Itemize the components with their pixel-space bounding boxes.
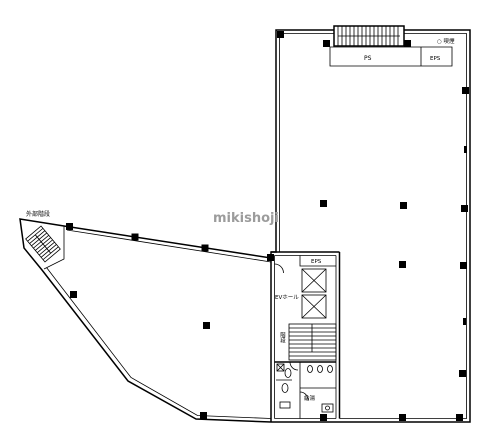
column-icon	[462, 87, 469, 94]
elevator-2	[301, 294, 327, 319]
elevator-1	[301, 268, 327, 293]
exterior-walls	[19, 29, 471, 423]
wing-inner-wall-bottom	[46, 267, 272, 419]
ev-hall-label: EVホール	[275, 294, 299, 301]
column-icon	[460, 262, 467, 269]
sink-drain	[325, 405, 330, 411]
column-icon	[320, 200, 327, 207]
eps-core-label: EPS	[311, 259, 322, 265]
toilet-partitions	[276, 362, 336, 419]
wall-mark	[463, 318, 466, 325]
pipe-shaft-label: PS	[364, 55, 372, 62]
eps-top-label: EPS	[430, 56, 441, 62]
column-icon	[456, 414, 463, 421]
external-stairs	[25, 225, 61, 263]
watermark: mikishoji	[213, 211, 279, 226]
column-icon	[70, 291, 77, 298]
column-icon	[323, 40, 330, 47]
elevator-icon	[301, 268, 327, 293]
column-icon	[399, 261, 406, 268]
toilet-icon	[284, 368, 292, 378]
elevator-icon	[301, 294, 327, 319]
toilet-fixtures	[276, 363, 334, 413]
column-icon	[461, 205, 468, 212]
column-icon	[400, 202, 407, 209]
column-icon	[131, 233, 139, 241]
stair-treads	[289, 324, 336, 357]
top-stairs	[333, 25, 405, 47]
wall-mark	[464, 146, 467, 153]
column-icon	[201, 244, 209, 252]
core-stairs-label: 階段	[279, 331, 286, 345]
door-swing	[289, 361, 299, 371]
elevator-cross	[301, 294, 327, 319]
shaft-box	[276, 363, 285, 372]
column-icon	[459, 370, 466, 377]
column-icon	[200, 412, 207, 419]
external-stairs-label: 外部階段	[26, 210, 50, 218]
column-icon	[66, 223, 73, 230]
toilet-icon	[281, 383, 289, 393]
column-icon	[203, 322, 210, 329]
shaft-cross	[276, 363, 285, 372]
toilet-icon	[307, 365, 313, 373]
outer-wall	[19, 29, 471, 423]
main-inner-wall	[279, 33, 467, 419]
smoking-label: ○ 喫煙	[437, 37, 455, 45]
elevator-cross	[301, 268, 327, 293]
eps-room-wall	[299, 255, 336, 267]
shaft-rooms	[329, 46, 453, 67]
external-stair-enclosure	[43, 226, 65, 270]
stair-treads	[27, 228, 59, 260]
kitchenette-label: 給湯	[304, 394, 316, 402]
door-swing	[299, 391, 309, 401]
column-icon	[399, 414, 406, 421]
stairs-icon	[288, 323, 337, 361]
toilet-icon	[327, 365, 333, 373]
sink-icon	[279, 401, 291, 409]
toilet-icon	[317, 365, 323, 373]
column-icon	[320, 414, 327, 421]
column-icon	[277, 31, 284, 38]
column-icon	[267, 254, 274, 261]
column-icon	[404, 40, 411, 47]
sink-icon	[321, 403, 334, 413]
stair-treads	[337, 26, 400, 46]
core-stairs	[288, 323, 337, 361]
columns	[66, 31, 469, 421]
wing-inner-wall-top	[66, 229, 272, 263]
door-swing	[274, 263, 284, 274]
